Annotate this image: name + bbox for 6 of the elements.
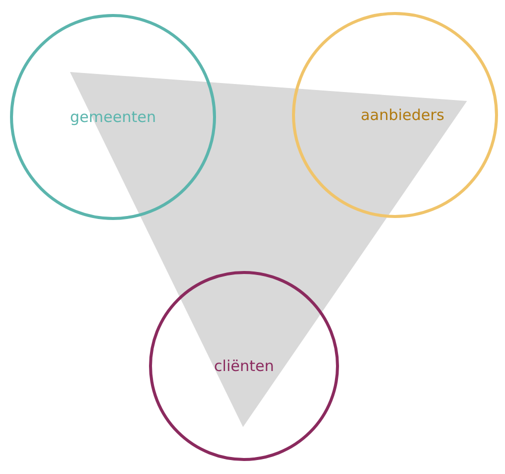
circle-label: aanbieders xyxy=(360,106,444,124)
circle-outline xyxy=(10,14,216,220)
circle-label: gemeenten xyxy=(70,108,156,126)
circle-outline xyxy=(149,271,339,461)
circle-outline xyxy=(292,12,498,218)
circle-label: cliënten xyxy=(214,357,274,375)
